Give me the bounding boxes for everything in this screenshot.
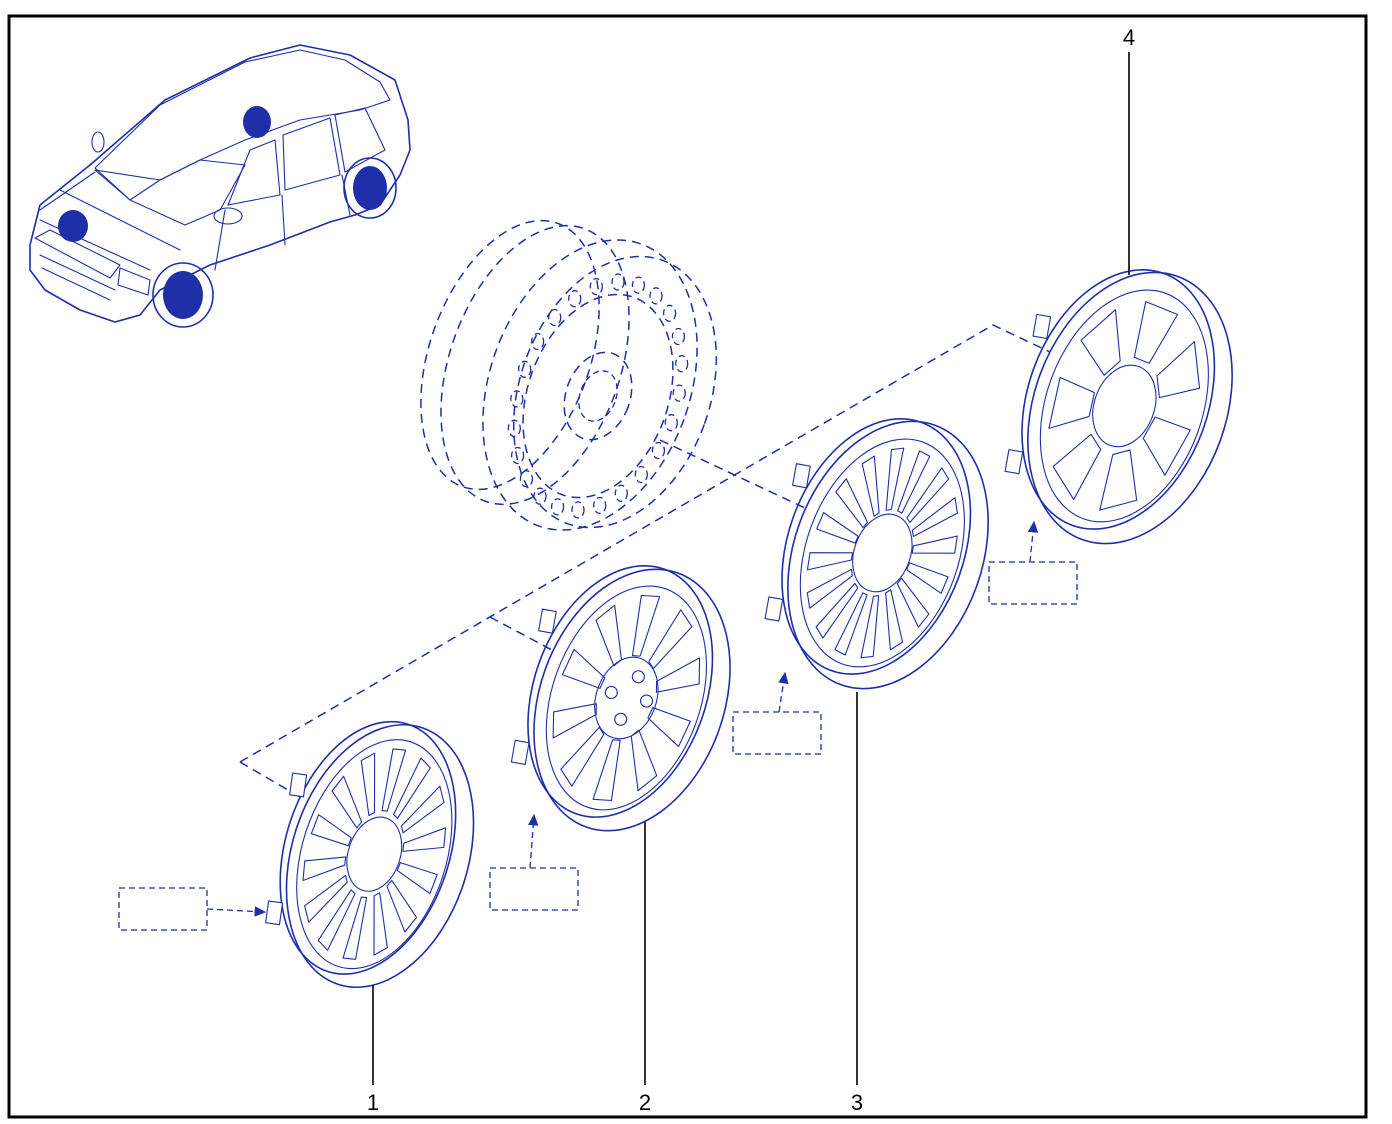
placeholder-box-2	[489, 867, 579, 911]
spoke-cutout	[885, 447, 905, 511]
placeholder-box-1	[118, 887, 208, 931]
spoke-cutout	[897, 450, 931, 514]
spoke-cutout	[655, 657, 701, 693]
vent-hole	[533, 487, 547, 505]
vent-hole	[548, 308, 562, 327]
spoke-cutout	[1133, 301, 1179, 364]
vent-hole	[550, 498, 565, 516]
sedan-car-icon	[29, 44, 411, 328]
spoke-cutout	[310, 814, 352, 847]
vent-hole	[571, 501, 585, 519]
spoke-cutout	[834, 592, 868, 656]
vent-hole	[671, 327, 686, 346]
spoke-cutout	[860, 595, 880, 659]
spoke-cutout	[1099, 449, 1138, 511]
spoke-cutout	[373, 892, 388, 956]
spoke-cutout	[595, 604, 623, 667]
vent-hole	[631, 276, 646, 294]
spoke-cutout	[402, 827, 447, 852]
spoke-cutout	[592, 739, 621, 802]
vent-hole	[568, 290, 582, 308]
vent-hole	[507, 419, 521, 437]
spoke-cutout	[1052, 433, 1102, 501]
spoke-cutout	[911, 535, 958, 554]
vent-hole	[518, 360, 532, 378]
callout-label-3: 3	[851, 1090, 863, 1115]
callout-label-1: 1	[367, 1090, 379, 1115]
placeholder-box-3	[732, 711, 822, 755]
label-placeholders	[118, 520, 1078, 931]
vent-hole	[593, 496, 607, 515]
spoke-cutout	[861, 455, 880, 517]
assembly-guide-lines	[239, 324, 1051, 798]
spoke-cutout	[1156, 341, 1201, 399]
callout-leaders	[372, 52, 1130, 1085]
spoke-cutout	[885, 589, 904, 651]
spoke-cutout	[816, 512, 859, 544]
steel-wheel-icon	[420, 219, 718, 531]
spoke-cutout	[806, 552, 854, 571]
spoke-cutout	[906, 562, 949, 594]
wheel-cover-4	[1004, 269, 1233, 545]
spoke-cutout	[561, 648, 606, 689]
vent-hole	[651, 441, 666, 460]
spoke-cutout	[331, 775, 363, 829]
vent-hole	[614, 484, 628, 502]
spoke-cutout	[1048, 376, 1095, 429]
spoke-cutout	[342, 896, 368, 960]
vent-hole	[662, 304, 677, 322]
spoke-cutout	[648, 609, 693, 670]
spoke-cutout	[304, 874, 348, 923]
vent-hole	[664, 414, 678, 432]
spoke-cutout	[386, 879, 418, 933]
spoke-cutout	[302, 856, 347, 882]
spoke-cutout	[560, 726, 605, 787]
callout-labels: 1 2 3 4	[367, 25, 1135, 1115]
spoke-cutout	[400, 785, 445, 834]
spoke-cutout	[552, 703, 597, 739]
vent-hole	[634, 465, 648, 484]
spoke-cutout	[393, 757, 431, 820]
vent-hole	[649, 287, 663, 305]
vent-hole	[675, 355, 689, 373]
vent-hole	[589, 277, 603, 296]
vent-hole	[530, 332, 545, 351]
spoke-cutout	[360, 752, 376, 817]
spoke-cutout	[631, 594, 661, 657]
spoke-cutout	[815, 582, 859, 639]
spoke-cutout	[396, 862, 438, 895]
spoke-cutout	[911, 497, 958, 538]
spoke-cutout	[806, 568, 853, 609]
placeholder-box-4	[988, 561, 1078, 605]
vent-hole	[510, 390, 524, 408]
wheel-cover-2	[510, 565, 731, 832]
spoke-cutout	[906, 467, 950, 524]
vent-hole	[510, 446, 525, 465]
spoke-cutout	[381, 748, 407, 812]
spoke-cutout	[1080, 309, 1121, 376]
wheel-cover-1	[265, 720, 475, 989]
spoke-cutout	[630, 729, 658, 792]
wheel-cover-3	[764, 418, 989, 690]
spoke-cutout	[647, 707, 691, 748]
spoke-cutout	[896, 577, 930, 628]
spoke-cutout	[1142, 416, 1191, 476]
vent-hole	[611, 273, 625, 291]
spoke-cutout	[317, 889, 356, 951]
vent-hole	[519, 470, 534, 488]
spoke-cutout	[835, 478, 868, 529]
callout-label-4: 4	[1123, 25, 1135, 50]
vent-hole	[672, 384, 686, 402]
callout-label-2: 2	[639, 1090, 651, 1115]
diagram-border	[7, 14, 1368, 1119]
